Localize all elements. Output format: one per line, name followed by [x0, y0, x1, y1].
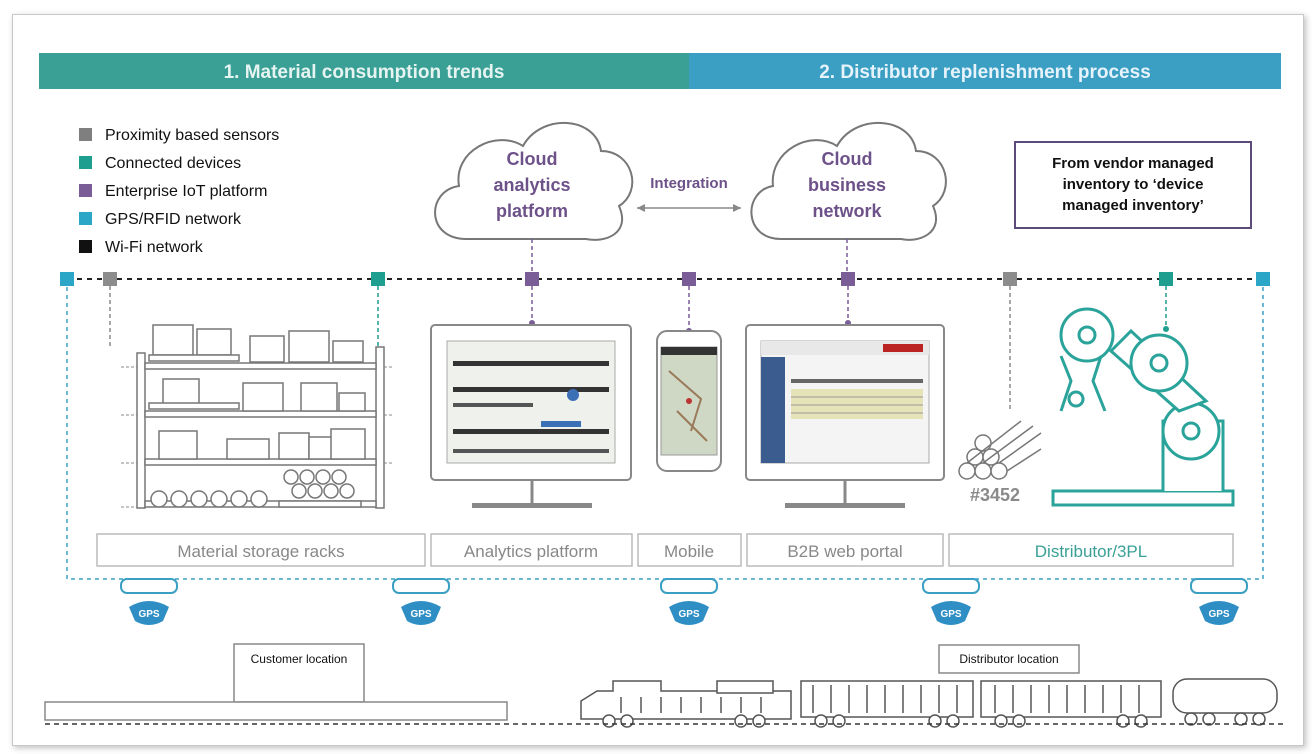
header-bar-left	[39, 53, 689, 89]
customer-location-label: Customer location	[251, 652, 348, 666]
legend-swatch-proximity	[79, 128, 92, 141]
callout-box: From vendor managed inventory to ‘device…	[1014, 141, 1252, 229]
gps-label-1: GPS	[138, 609, 159, 620]
b2b-monitor	[745, 324, 945, 508]
cloud-analytics: Cloud analytics platform	[434, 122, 634, 241]
node-connected-racks	[371, 272, 385, 286]
legend-label-enterprise: Enterprise IoT platform	[105, 183, 267, 200]
legend-swatch-connected	[79, 156, 92, 169]
node-gps-right	[1256, 272, 1270, 286]
iot-inventory-diagram: 1. Material consumption trends 2. Distri…	[39, 53, 1283, 728]
pipes-bundle	[958, 420, 1042, 480]
mobile-phone	[656, 330, 722, 472]
legend: Proximity based sensors Connected device…	[79, 127, 279, 256]
legend-label-proximity: Proximity based sensors	[105, 127, 279, 144]
callout-line1: From vendor managed	[1052, 155, 1214, 172]
node-enterprise-analytics	[525, 272, 539, 286]
label-analytics: Analytics platform	[464, 542, 598, 561]
node-proximity-racks	[103, 272, 117, 286]
callout-line2: inventory to ‘device	[1063, 176, 1204, 193]
callout-line3: managed inventory’	[1062, 197, 1204, 214]
gps-marker-1: GPS	[120, 578, 178, 625]
header-section-1: 1. Material consumption trends	[224, 62, 505, 83]
gps-marker-3: GPS	[660, 578, 718, 625]
robot-arm	[1051, 307, 1235, 507]
node-enterprise-mobile	[682, 272, 696, 286]
cloud-business-line1: Cloud	[822, 149, 873, 169]
legend-label-gps: GPS/RFID network	[105, 211, 242, 228]
gps-label-4: GPS	[940, 609, 961, 620]
cloud-business: Cloud business network	[750, 122, 947, 241]
gps-label-3: GPS	[678, 609, 699, 620]
legend-label-connected: Connected devices	[105, 155, 241, 172]
gps-marker-4: GPS	[922, 578, 980, 625]
label-b2b: B2B web portal	[787, 542, 902, 561]
node-enterprise-b2b	[841, 272, 855, 286]
label-distributor: Distributor/3PL	[1035, 542, 1147, 561]
legend-swatch-enterprise	[79, 184, 92, 197]
cloud-analytics-line1: Cloud	[507, 149, 558, 169]
label-boxes: Material storage racks Analytics platfor…	[96, 533, 1234, 567]
cloud-analytics-line3: platform	[496, 201, 568, 221]
cloud-business-line2: business	[808, 175, 886, 195]
cloud-business-line3: network	[812, 201, 882, 221]
header-bar-right	[689, 53, 1281, 89]
cloud-analytics-line2: analytics	[493, 175, 570, 195]
legend-label-wifi: Wi-Fi network	[105, 239, 204, 256]
distributor-location-label: Distributor location	[959, 652, 1058, 666]
header-section-2: 2. Distributor replenishment process	[819, 62, 1151, 83]
storage-racks-illustration	[136, 324, 385, 509]
legend-swatch-gps	[79, 212, 92, 225]
node-connected-robot	[1159, 272, 1173, 286]
gps-marker-2: GPS	[392, 578, 450, 625]
gps-label-2: GPS	[410, 609, 431, 620]
part-number: #3452	[970, 485, 1020, 505]
integration-arrow	[637, 204, 741, 212]
freight-train	[580, 678, 1278, 728]
node-gps-left	[60, 272, 74, 286]
gps-marker-5: GPS	[1190, 578, 1248, 625]
legend-swatch-wifi	[79, 240, 92, 253]
label-racks: Material storage racks	[177, 542, 344, 561]
label-mobile: Mobile	[664, 542, 714, 561]
analytics-monitor	[430, 324, 632, 508]
distributor-location: Distributor location	[938, 644, 1080, 674]
customer-location: Customer location	[44, 643, 508, 721]
integration-label: Integration	[650, 175, 728, 192]
node-proximity-pipes	[1003, 272, 1017, 286]
diagram-frame: 1. Material consumption trends 2. Distri…	[12, 14, 1304, 746]
gps-label-5: GPS	[1208, 609, 1229, 620]
